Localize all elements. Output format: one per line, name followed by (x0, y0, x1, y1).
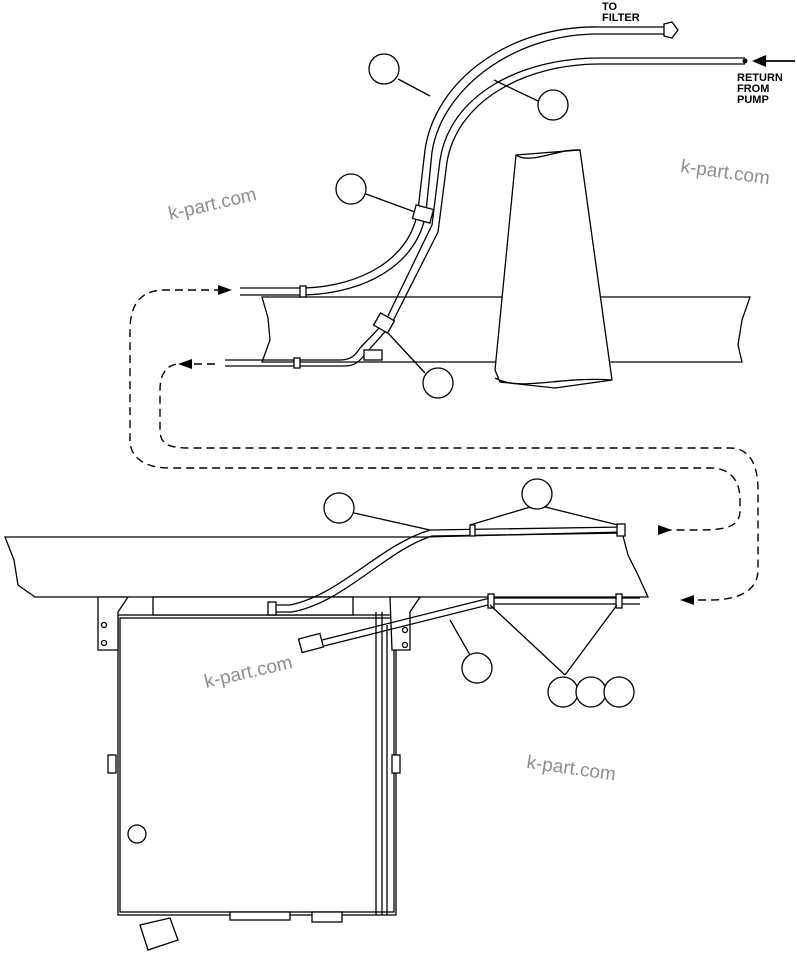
return-from-pump-label: RETURN FROM PUMP (737, 72, 783, 106)
callout-circle (537, 89, 569, 121)
return-label-line3: PUMP (737, 94, 769, 106)
callout-circle (521, 478, 553, 510)
dashed-routing-lines (129, 285, 759, 605)
arrow-head-icon (218, 285, 232, 295)
callout-circle (461, 652, 493, 684)
watermark: k-part.com (679, 156, 771, 189)
callout-circle (323, 492, 355, 524)
return-arrow (752, 55, 795, 67)
to-filter-label-line2: FILTER (602, 12, 640, 24)
upper-frame-structure (261, 149, 751, 389)
lower-frame-structure (4, 531, 650, 598)
return-label-line2: FROM (737, 83, 769, 95)
arrow-left-icon (752, 55, 766, 67)
callouts (323, 53, 635, 708)
watermark: k-part.com (166, 184, 258, 225)
callout-circle (368, 53, 400, 85)
callout-circle (575, 676, 607, 708)
arrow-head-icon (658, 525, 672, 535)
callout-circle (603, 676, 635, 708)
callout-circle (547, 676, 579, 708)
to-filter-label: TO FILTER (602, 1, 640, 24)
arrow-head-icon (178, 359, 192, 369)
upper-tube-assembly (225, 21, 748, 369)
lower-tube-assembly (267, 523, 640, 654)
reservoir-box (97, 596, 422, 951)
arrow-head-icon (680, 595, 694, 605)
callout-leaders (353, 78, 619, 676)
watermark: k-part.com (525, 752, 617, 785)
callout-circle (335, 173, 367, 205)
callout-circle (422, 367, 454, 399)
return-label-line1: RETURN (737, 72, 783, 84)
to-filter-label-line1: TO (602, 1, 618, 13)
